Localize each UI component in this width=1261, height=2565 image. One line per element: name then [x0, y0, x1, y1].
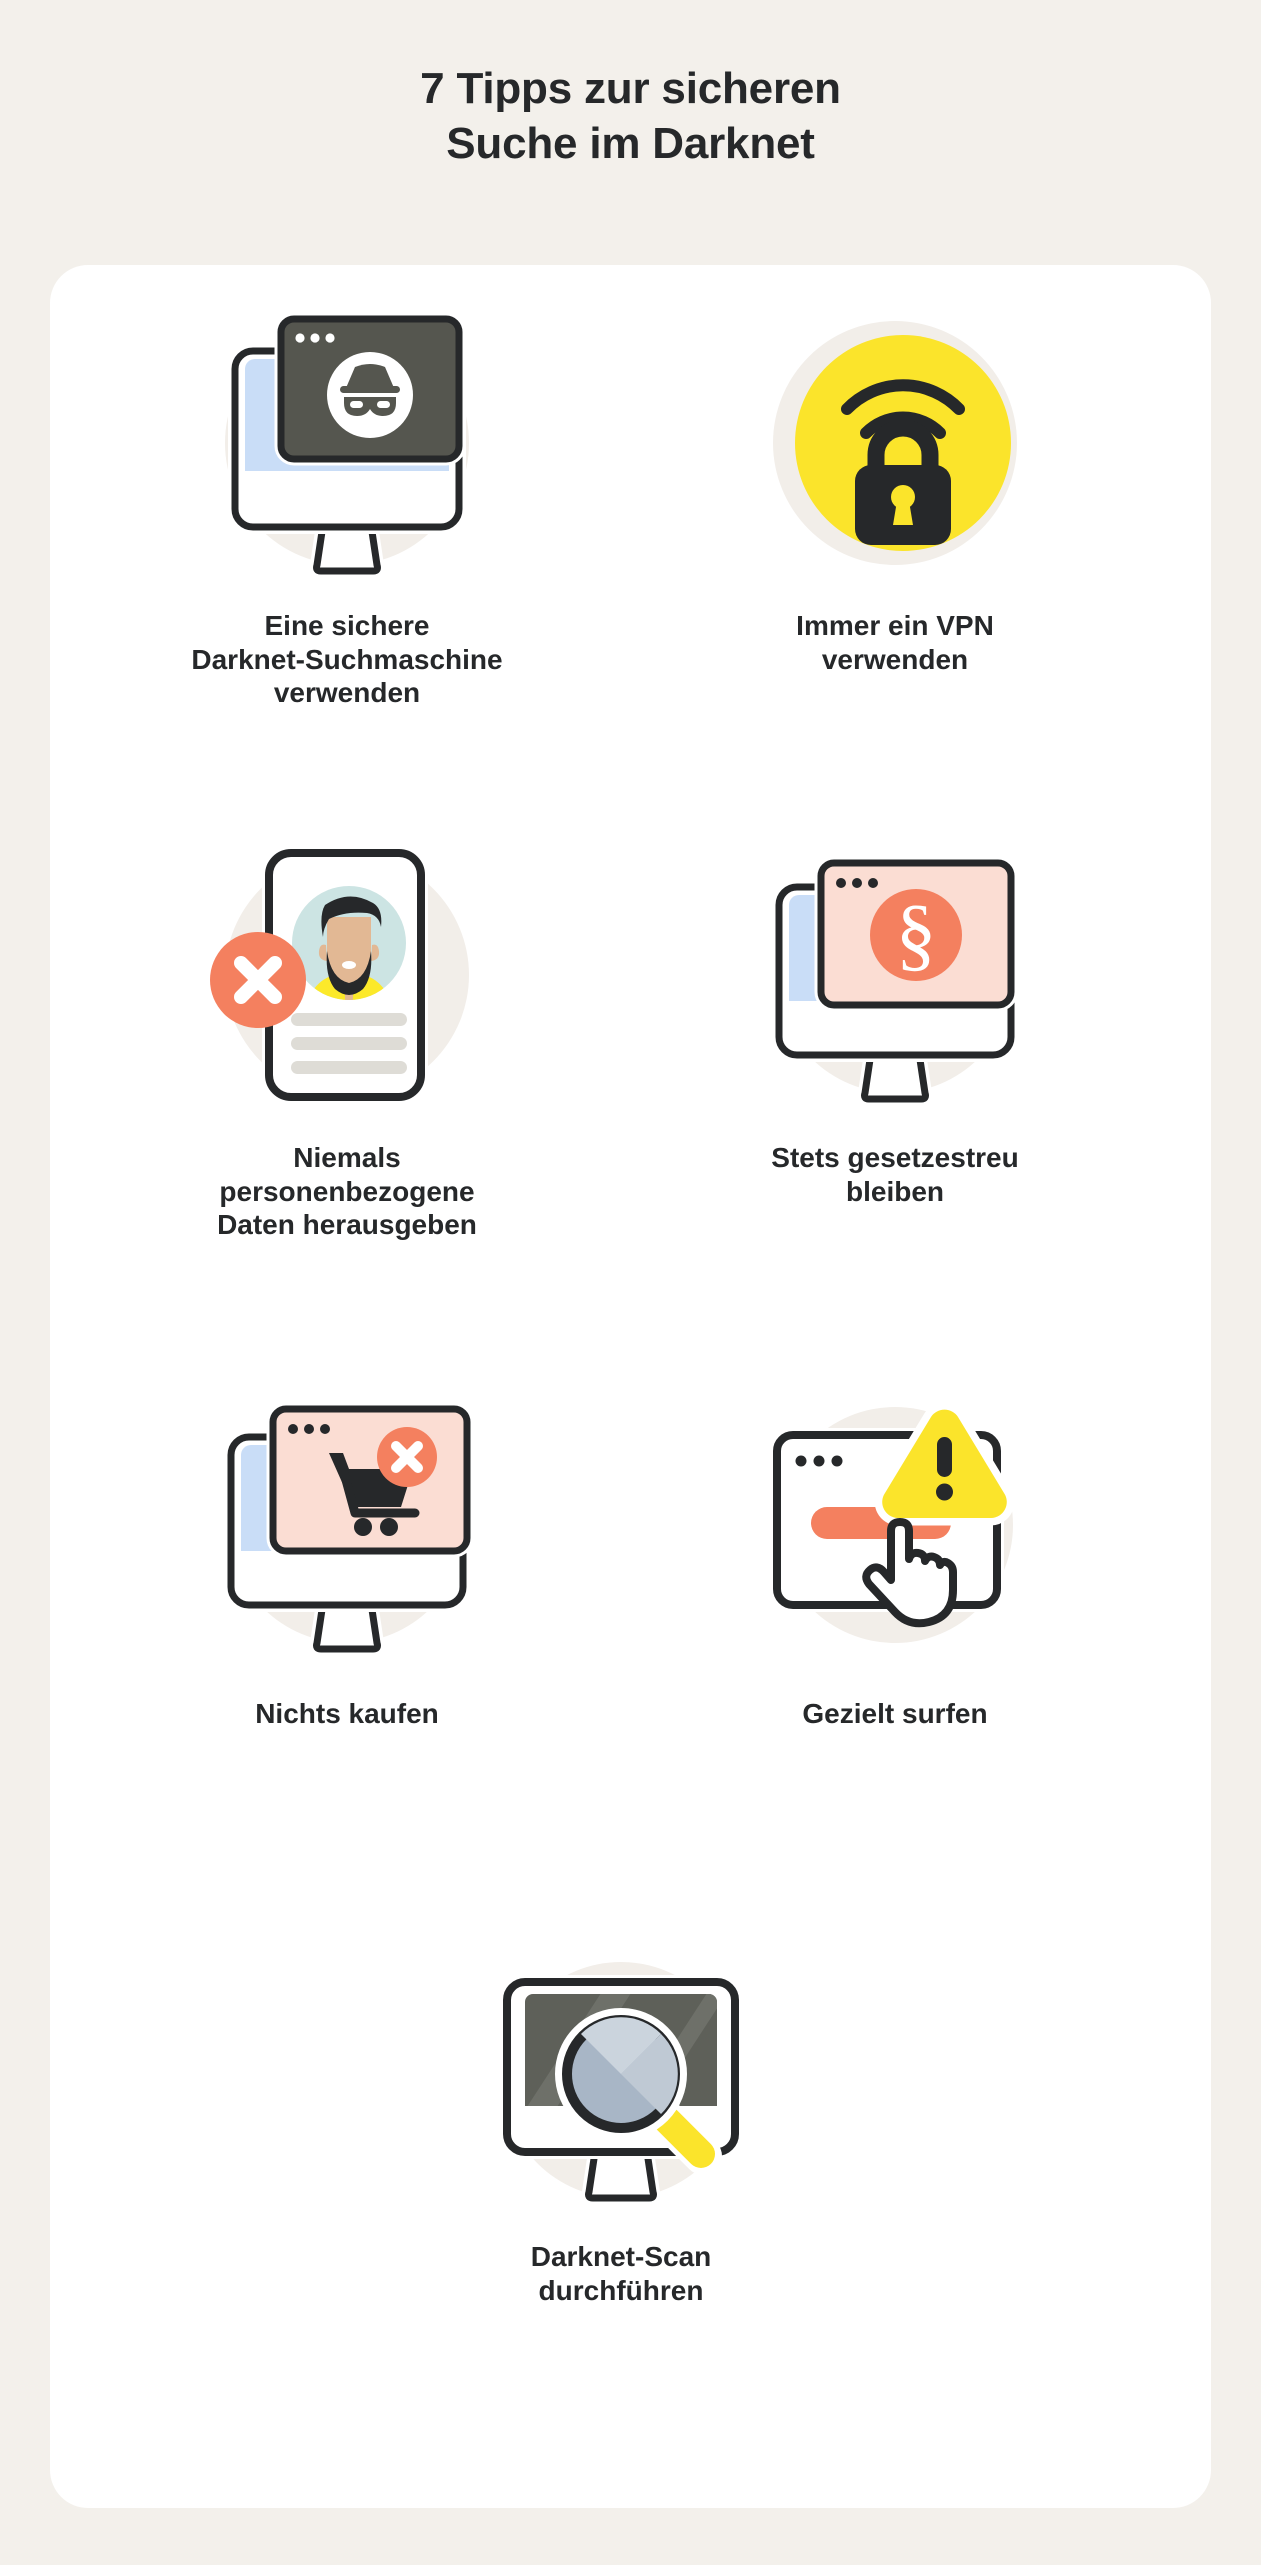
page-title: 7 Tipps zur sicheren Suche im Darknet: [0, 0, 1261, 171]
tips-card: Eine sichere Darknet-Suchmaschine verwen…: [50, 265, 1211, 2508]
tip-item-2: Immer ein VPN verwenden: [660, 293, 1130, 676]
svg-text:§: §: [896, 888, 937, 979]
tip-label: Gezielt surfen: [802, 1698, 988, 1729]
page-title-line-1: 7 Tipps zur sicheren: [420, 64, 841, 113]
tip-item-7: Darknet-Scan durchführen: [386, 1930, 856, 2307]
monitor-law-section-icon: §: [660, 825, 1130, 1125]
tip-label: Stets gesetzestreu bleiben: [771, 1142, 1019, 1207]
id-card-blocked-icon: [112, 825, 582, 1125]
tip-label: Immer ein VPN verwenden: [796, 610, 994, 675]
tip-item-5: Nichts kaufen: [112, 1375, 582, 1731]
tip-item-1: Eine sichere Darknet-Suchmaschine verwen…: [112, 293, 582, 710]
tip-label: Darknet-Scan durchführen: [530, 2241, 712, 2306]
browser-warning-cursor-icon: [660, 1375, 1130, 1675]
tip-label: Eine sichere Darknet-Suchmaschine verwen…: [191, 610, 503, 709]
tip-label: Nichts kaufen: [255, 1698, 439, 1729]
monitor-magnifier-scan-icon: [386, 1930, 856, 2230]
monitor-incognito-icon: [112, 293, 582, 593]
tip-item-3: Niemals personenbezogene Daten herausgeb…: [112, 825, 582, 1242]
vpn-lock-wifi-icon: [660, 293, 1130, 593]
tip-item-4: § Stets gesetzestreu bleiben: [660, 825, 1130, 1208]
monitor-cart-blocked-icon: [112, 1375, 582, 1675]
page-title-line-2: Suche im Darknet: [446, 118, 815, 168]
tips-grid: Eine sichere Darknet-Suchmaschine verwen…: [50, 265, 1211, 2508]
tip-item-6: Gezielt surfen: [660, 1375, 1130, 1731]
tip-label: Niemals personenbezogene Daten herausgeb…: [217, 1142, 477, 1241]
